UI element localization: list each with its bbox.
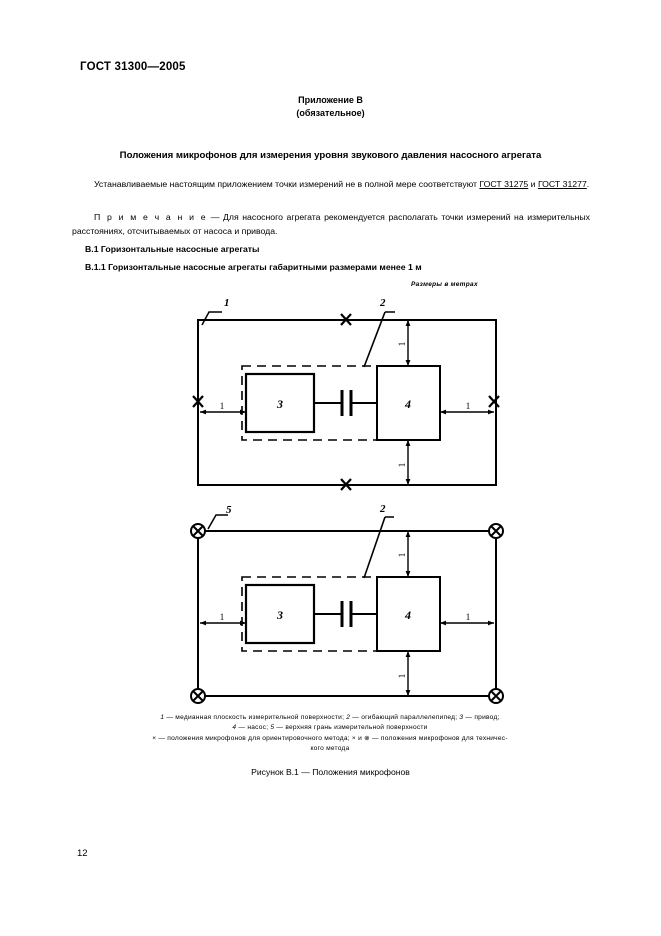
paragraph-intro: Устанавливаемые настоящим приложением то… [72, 178, 590, 192]
legend-text-3: — привод; [463, 714, 500, 721]
callout-label-5: 5 [226, 504, 232, 516]
dimension-label-left-2: 1 [220, 612, 225, 622]
legend-line-1: 1 — медианная плоскость измерительной по… [70, 713, 590, 723]
mic-marker-bottom [340, 478, 352, 491]
paragraph-note: П р и м е ч а н и е — Для насосного агре… [72, 211, 590, 238]
leader-line-1 [201, 311, 222, 326]
legend-ref-3: 3 [459, 714, 464, 721]
figure-caption: Рисунок В.1 — Положения микрофонов [251, 767, 410, 777]
dimension-label-bottom: 1 [397, 463, 407, 468]
diagram-bottom: 1 1 1 1 3 4 [190, 503, 504, 704]
diagram-top: 1 1 1 1 3 4 1 [192, 297, 500, 491]
legend-line-4: кого метода [310, 745, 350, 753]
standard-header: ГОСТ 31300—2005 [80, 61, 186, 73]
leader-line-5 [207, 514, 228, 530]
dimension-label-top: 1 [397, 342, 407, 347]
enveloping-parallelepiped [241, 365, 441, 441]
intro-text-before: Устанавливаемые настоящим приложением то… [94, 179, 480, 189]
dimension-label-top-2: 1 [397, 553, 407, 558]
intro-text-mid: и [528, 179, 538, 189]
callout-label-2: 2 [379, 297, 386, 309]
figure-b1: 1 1 1 1 3 4 1 [190, 297, 504, 704]
legend-text-1: — медианная плоскость измерительной пове… [164, 714, 347, 721]
appendix-block: Приложение В (обязательное) [0, 94, 661, 120]
page-number: 12 [77, 848, 88, 859]
mic-marker-circled-tr [488, 523, 504, 539]
dimension-label-right: 1 [466, 401, 471, 411]
mic-marker-circled-br [488, 688, 504, 704]
dimension-label-left: 1 [220, 401, 225, 411]
pump-box-label-2: 4 [404, 608, 411, 622]
drive-box-label-2: 3 [276, 608, 283, 622]
page-title: Положения микрофонов для измерения уровн… [119, 150, 542, 161]
mic-marker-right [488, 395, 500, 408]
mic-marker-left [192, 395, 204, 408]
drive-box-label: 3 [276, 397, 283, 411]
mic-marker-circled-tl [190, 523, 206, 539]
legend-ref-2: 2 [346, 714, 351, 721]
legend-text-2: — огибающий параллелепипед; [350, 714, 460, 721]
mic-marker-circled-bl [190, 688, 206, 704]
figure-units-label: Размеры в метрах [411, 281, 478, 288]
leader-line-2b [363, 516, 386, 579]
callout-label-1: 1 [224, 297, 230, 309]
measurement-surface-outline [197, 319, 497, 486]
legend-text-5: — верхняя грань измерительной поверхност… [274, 724, 428, 732]
section-heading-b11: В.1.1 Горизонтальные насосные агрегаты г… [85, 262, 422, 272]
note-text: — Для насосного агрегата рекомендуется р… [72, 212, 590, 236]
callout-label-2b: 2 [379, 503, 386, 515]
link-gost-31277[interactable]: ГОСТ 31277 [537, 179, 587, 189]
legend-line-3: × — положения микрофонов для ориентирово… [152, 734, 508, 742]
mic-marker-top [340, 313, 352, 326]
legend-ref-1: 1 [160, 714, 165, 721]
appendix-subtitle: (обязательное) [296, 108, 365, 118]
pump-box [376, 365, 441, 441]
section-heading-b1: В.1 Горизонтальные насосные агрегаты [85, 244, 260, 254]
legend-ref-4: 4 [232, 724, 237, 732]
legend-text-4: — насос; [236, 724, 271, 732]
intro-text-after: . [586, 179, 590, 189]
figure-legend: 1 — медианная плоскость измерительной по… [70, 713, 590, 755]
note-label: П р и м е ч а н и е [94, 212, 208, 222]
legend-ref-5: 5 [270, 724, 275, 732]
dimension-label-right-2: 1 [466, 612, 471, 622]
dimension-label-bottom-2: 1 [397, 674, 407, 679]
pump-box-label: 4 [404, 397, 411, 411]
link-gost-31275[interactable]: ГОСТ 31275 [479, 179, 529, 189]
measurement-surface-outline-2 [197, 530, 497, 697]
legend-line-2: 4 — насос; 5 — верхняя грань измерительн… [70, 723, 590, 733]
leader-line-2 [363, 311, 386, 368]
enveloping-parallelepiped-2 [241, 576, 441, 652]
appendix-title: Приложение В [298, 95, 363, 105]
